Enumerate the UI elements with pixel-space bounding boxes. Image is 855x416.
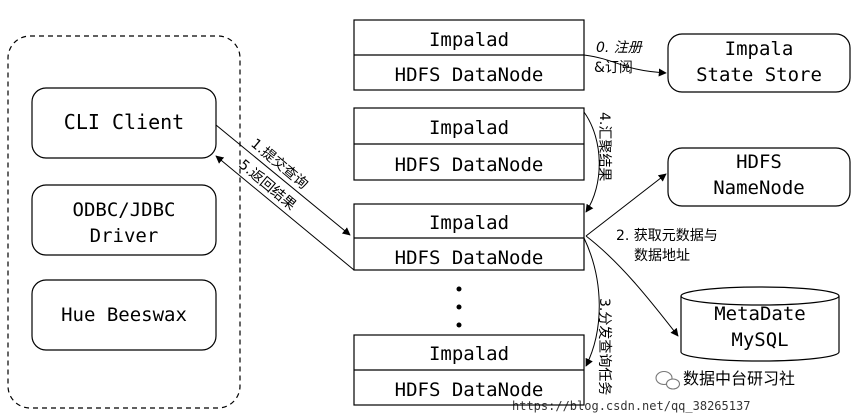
- odbc-jdbc-driver-box[interactable]: ODBC/JDBC Driver: [31, 184, 217, 256]
- edge-distribute-label: 3.分发查询任务: [596, 298, 612, 395]
- datanode-label: HDFS DataNode: [395, 64, 544, 86]
- edge-register-label-1: 0. 注册: [596, 40, 643, 56]
- more-nodes-ellipsis: [456, 286, 462, 328]
- edge-distribute-tasks: 3.分发查询任务: [583, 237, 612, 395]
- impala-node-1[interactable]: Impalad HDFS DataNode: [353, 19, 585, 91]
- odbc-jdbc-label-line1: ODBC/JDBC: [73, 199, 176, 221]
- edge-metadata-label-2: 数据地址: [634, 248, 690, 264]
- datanode-label: HDFS DataNode: [395, 379, 544, 401]
- edge-metadata-label-1: 2. 获取元数据与: [616, 228, 718, 244]
- cli-client-box[interactable]: CLI Client: [31, 87, 217, 159]
- edge-register-subscribe: 0. 注册 &订阅: [583, 40, 667, 77]
- watermark: 数据中台研习社 https://blog.csdn.net/qq_3826513…: [512, 369, 795, 413]
- edge-aggregate-label: 4.汇聚结果: [596, 112, 612, 181]
- state-store-line1: Impala: [725, 38, 794, 60]
- metastore-line1: MetaDate: [714, 303, 806, 325]
- edge-register-label-2: &订阅: [594, 60, 633, 76]
- cli-client-label: CLI Client: [64, 110, 184, 134]
- datanode-label: HDFS DataNode: [395, 154, 544, 176]
- impalad-label: Impalad: [429, 343, 509, 365]
- datanode-label: HDFS DataNode: [395, 247, 544, 269]
- impala-node-coordinator[interactable]: Impalad HDFS DataNode: [353, 203, 585, 271]
- metastore-line2: MySQL: [731, 329, 788, 351]
- client-group-container: [7, 35, 241, 409]
- wechat-icon: [655, 370, 681, 390]
- watermark-brand: 数据中台研习社: [683, 369, 795, 388]
- impala-node-2[interactable]: Impalad HDFS DataNode: [353, 107, 585, 181]
- odbc-jdbc-label-line2: Driver: [90, 225, 159, 247]
- impala-node-4[interactable]: Impalad HDFS DataNode: [353, 334, 585, 406]
- namenode-box[interactable]: HDFS NameNode: [667, 147, 851, 207]
- namenode-line2: NameNode: [713, 177, 805, 199]
- metastore-database[interactable]: MetaDate MySQL: [680, 286, 840, 362]
- edge-aggregate-results: 4.汇聚结果: [583, 111, 612, 213]
- impalad-label: Impalad: [429, 117, 509, 139]
- edge-get-metadata: 2. 获取元数据与 数据地址: [585, 173, 718, 337]
- watermark-url: https://blog.csdn.net/qq_38265137: [512, 399, 750, 413]
- hue-beeswax-label: Hue Beeswax: [61, 304, 187, 326]
- edge-submit-query: 1.提交查询: [215, 124, 351, 236]
- state-store-line2: State Store: [696, 64, 822, 86]
- impalad-label: Impalad: [429, 29, 509, 51]
- hue-beeswax-box[interactable]: Hue Beeswax: [31, 279, 217, 351]
- state-store-box[interactable]: Impala State Store: [667, 33, 851, 93]
- namenode-line1: HDFS: [736, 151, 782, 173]
- impalad-label: Impalad: [429, 212, 509, 234]
